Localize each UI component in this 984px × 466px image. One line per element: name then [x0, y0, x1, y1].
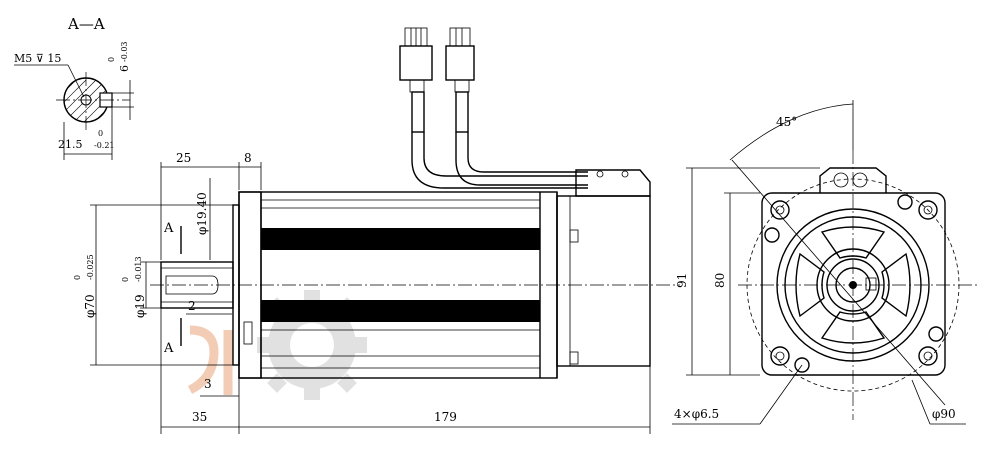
- side-view: 25 8 φ19.40 A A φ70 0 -0.025 φ19 0 -0.01…: [73, 27, 680, 434]
- dim-19-tol-lower: -0.013: [134, 256, 143, 282]
- key-width-tol-upper: 0: [107, 57, 116, 62]
- dim-80: 80: [713, 273, 727, 288]
- section-title: A—A: [67, 15, 105, 33]
- dim-19: φ19: [133, 294, 147, 318]
- key-depth: 21.5: [58, 138, 83, 151]
- dim-2: 2: [188, 299, 196, 313]
- motor-cables: [411, 132, 588, 189]
- dim-19-tol-upper: 0: [121, 277, 130, 282]
- key-width: 6: [118, 65, 131, 72]
- dim-91: 91: [675, 273, 689, 288]
- key-width-tol-lower: -0.03: [120, 41, 129, 62]
- svg-text:M5 ⊽ 15: M5 ⊽ 15: [14, 52, 61, 65]
- motor-body: [238, 191, 651, 379]
- mounting-holes: [764, 194, 944, 373]
- dim-70-tol-upper: 0: [73, 275, 82, 280]
- dim-3: 3: [204, 377, 212, 391]
- section-mark-bottom: A: [163, 341, 174, 356]
- connector-plugs: [399, 27, 475, 133]
- holes-callout: 4×φ6.5: [674, 407, 719, 421]
- front-view: 45° 91 80 4×φ6.5 φ90: [672, 100, 980, 425]
- dim-70: φ70: [83, 294, 97, 318]
- thread-label: M5: [14, 52, 32, 65]
- dim-19-40: φ19.40: [195, 192, 209, 235]
- dim-8: 8: [244, 151, 252, 165]
- section-a-a: A—A M5 ⊽ 15 6 0 -0.03: [14, 15, 134, 160]
- depth-value: 15: [47, 52, 61, 65]
- dim-35: 35: [192, 410, 207, 424]
- depth-symbol: ⊽: [36, 52, 44, 65]
- section-mark-top: A: [163, 221, 174, 236]
- key-depth-tol-upper: 0: [98, 129, 103, 138]
- dim-70-tol-lower: -0.025: [86, 254, 95, 280]
- angle-45: 45°: [776, 115, 797, 129]
- key-depth-tol-lower: -0.21: [94, 141, 115, 150]
- dim-25: 25: [176, 151, 191, 165]
- dim-179: 179: [434, 410, 457, 424]
- dim-90: φ90: [932, 407, 956, 421]
